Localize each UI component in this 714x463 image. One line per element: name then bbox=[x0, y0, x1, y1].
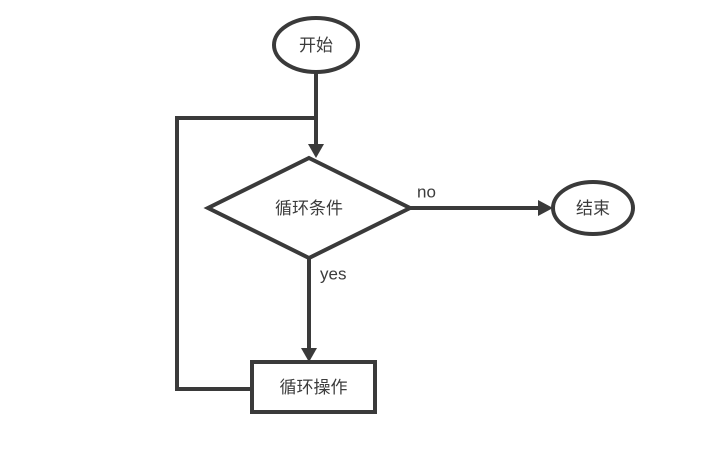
node-start-label: 开始 bbox=[299, 36, 333, 56]
node-operation-label: 循环操作 bbox=[280, 378, 348, 398]
node-end-label: 结束 bbox=[576, 199, 610, 219]
arrowhead-start-to-condition bbox=[308, 144, 324, 158]
edge-label-no: no bbox=[417, 182, 436, 201]
edge-operation-to-condition bbox=[175, 116, 316, 391]
node-operation-shape[interactable] bbox=[250, 360, 377, 414]
node-end-shape[interactable] bbox=[551, 180, 635, 236]
node-condition-label: 循环条件 bbox=[275, 199, 343, 219]
node-condition-shape[interactable] bbox=[203, 155, 415, 261]
node-start-shape[interactable] bbox=[272, 16, 360, 74]
edge-label-yes: yes bbox=[320, 264, 346, 283]
arrowhead-condition-to-operation bbox=[301, 348, 317, 362]
arrowhead-condition-to-end bbox=[538, 200, 553, 216]
